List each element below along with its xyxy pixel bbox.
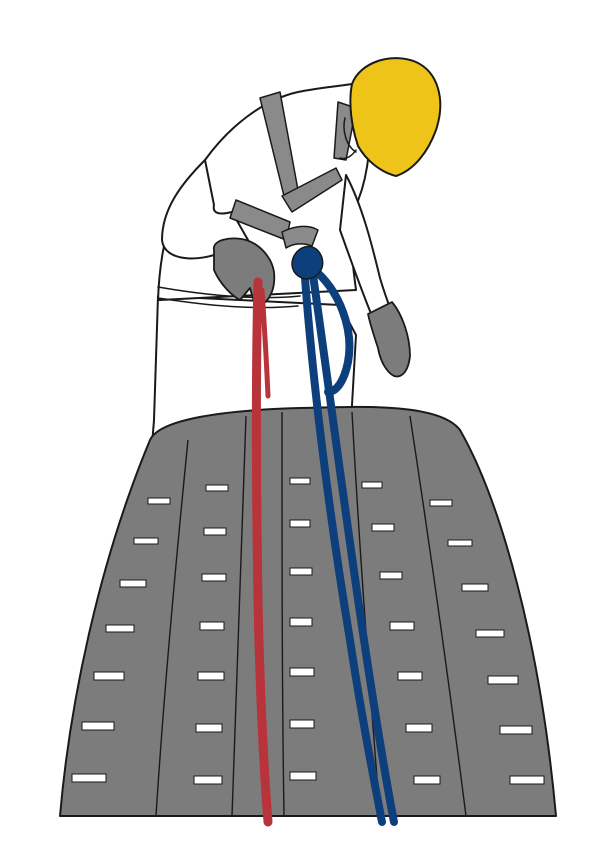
tread-slot [379, 571, 403, 580]
tread-slot [429, 499, 453, 507]
tread-slot [195, 723, 223, 733]
tread-slot [289, 567, 313, 576]
tread-slot [289, 667, 315, 677]
tread-slot [93, 671, 125, 681]
tread-slot [197, 671, 225, 681]
tread-slot [413, 775, 441, 785]
tread-slot [361, 481, 383, 489]
tread-slot [81, 721, 115, 731]
rope-icon [252, 245, 398, 827]
tread-slot [203, 527, 227, 536]
tread-slot [371, 523, 395, 532]
worker-arm-right [339, 174, 391, 317]
tire-body [59, 405, 557, 817]
tread-slot [289, 477, 311, 485]
tread-slot [499, 725, 533, 735]
tread-slot [509, 775, 545, 785]
tread-groove [155, 439, 189, 817]
tread-groove [409, 415, 467, 817]
worker-arm-left [161, 159, 249, 260]
tread-slot [201, 573, 227, 582]
tread-slot [105, 624, 135, 633]
tread-slot [289, 617, 313, 627]
tread-slot [133, 537, 159, 545]
helmet-icon [349, 57, 442, 177]
worker-belt-lower [157, 297, 299, 309]
tread-slot [289, 719, 315, 729]
tread-slot [199, 621, 225, 631]
tread-slot [193, 775, 223, 785]
rope-red-tail [259, 287, 271, 399]
tread-slot [405, 723, 433, 733]
rope-red [252, 277, 273, 827]
glove-right-icon [367, 301, 411, 378]
tread-slot [389, 621, 415, 631]
rope-blue-second [308, 264, 398, 826]
tread-slot [475, 629, 505, 638]
tread-slot [205, 484, 229, 492]
tread-slot [71, 773, 107, 783]
tread-slot [147, 497, 171, 505]
tread-groove [231, 415, 247, 817]
tread-slot [289, 519, 311, 528]
harness-lower [281, 225, 319, 249]
tread-groove [281, 411, 285, 817]
tread-slot [447, 539, 473, 547]
rope-blue-loop [308, 264, 354, 396]
tread-slot [119, 579, 147, 588]
tread-slot [289, 771, 317, 781]
worker-face-shadow [343, 117, 357, 153]
tread-slot [487, 675, 519, 685]
tire-icon [59, 405, 557, 817]
rope-blue-main [300, 260, 386, 826]
harness-chest [281, 167, 343, 213]
tread-slots [71, 477, 545, 785]
tread-slot [461, 583, 489, 592]
tread-slot [397, 671, 423, 681]
rope-knot [291, 245, 324, 280]
tread-grooves [155, 411, 467, 817]
